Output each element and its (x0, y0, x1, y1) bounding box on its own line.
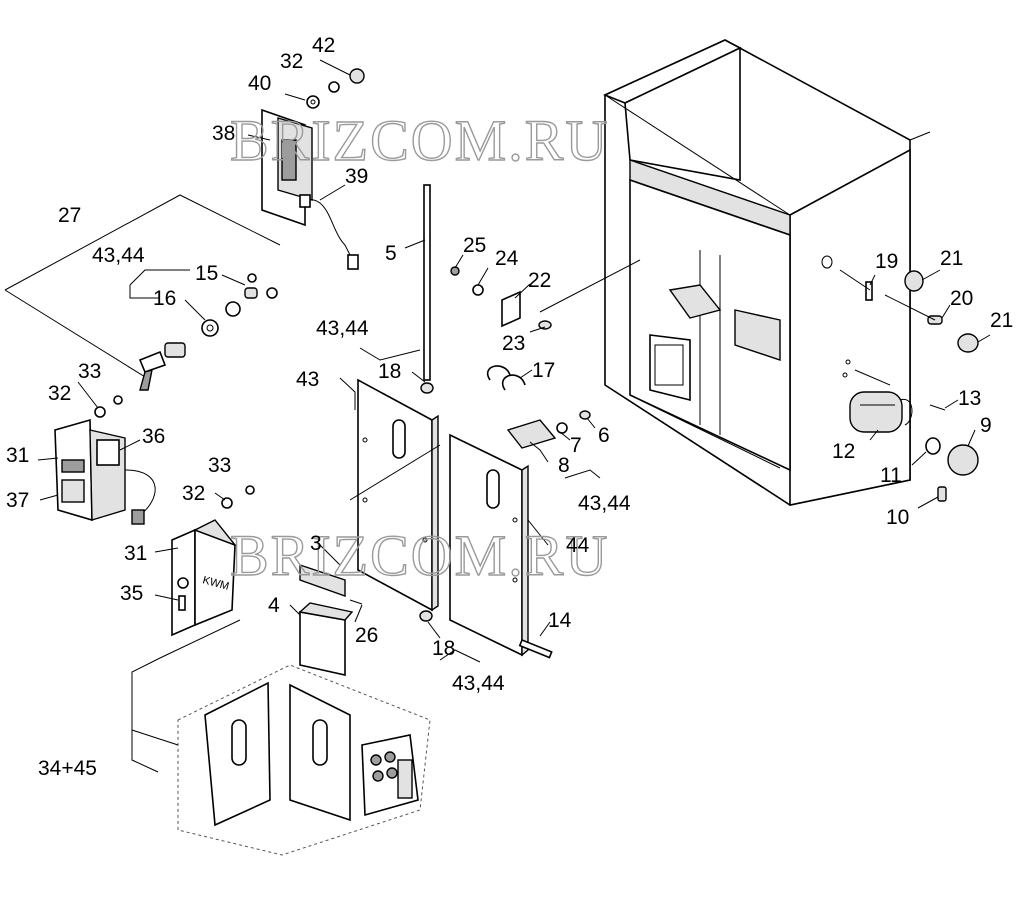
callout-32: 32 (280, 50, 303, 73)
callout-34-45: 34+45 (38, 757, 97, 780)
callout-40: 40 (248, 72, 271, 95)
callout-26: 26 (355, 624, 378, 647)
callout-7: 7 (570, 434, 582, 457)
callout-42: 42 (312, 34, 335, 57)
callout-12: 12 (832, 440, 855, 463)
panel-14 (419, 433, 553, 659)
callout-14: 14 (548, 609, 572, 632)
callout-23: 23 (502, 332, 525, 355)
callout-33-upper: 33 (78, 360, 101, 383)
callout-33-lower: 33 (208, 454, 231, 477)
small-parts-center (450, 266, 591, 449)
lock-assembly (4, 194, 281, 391)
callout-43: 43 (296, 368, 319, 391)
callout-31-upper: 31 (6, 444, 29, 467)
callout-21-bottom: 21 (990, 309, 1013, 332)
callout-19: 19 (875, 250, 898, 273)
callout-22: 22 (528, 269, 551, 292)
bracket-38 (261, 108, 313, 227)
callout-18-top: 18 (378, 360, 401, 383)
callout-5: 5 (385, 242, 397, 265)
callout-27: 27 (58, 204, 81, 227)
side-parts-right (821, 255, 979, 502)
coin-mechanism (54, 395, 156, 525)
cabinet-frame (602, 39, 931, 506)
callout-38: 38 (212, 122, 235, 145)
callout-3: 3 (310, 532, 322, 555)
callout-43-44-lock: 43,44 (92, 244, 145, 267)
callout-36: 36 (142, 425, 165, 448)
callout-35: 35 (120, 582, 143, 605)
fasteners-40-42 (306, 68, 365, 109)
callout-10: 10 (886, 506, 909, 529)
callout-24: 24 (495, 247, 519, 270)
callout-32-lower: 32 (182, 482, 205, 505)
service-kit (131, 619, 431, 856)
callout-15: 15 (195, 262, 218, 285)
bracket-3 (299, 564, 363, 605)
front-keypad: KWM (171, 485, 255, 637)
harness-39 (299, 194, 359, 270)
callout-39: 39 (345, 165, 368, 188)
leader-lines (37, 59, 991, 663)
callout-43-44-top: 43,44 (316, 317, 369, 340)
callout-6: 6 (598, 424, 610, 447)
callout-44: 44 (566, 534, 590, 557)
callout-25: 25 (463, 234, 486, 257)
callout-8: 8 (558, 454, 570, 477)
callout-43-44-right: 43,44 (578, 492, 631, 515)
callout-13: 13 (958, 387, 981, 410)
callout-43-44-bottom: 43,44 (452, 672, 505, 695)
callout-4: 4 (268, 594, 280, 617)
callout-31-lower: 31 (124, 542, 147, 565)
callout-21-top: 21 (940, 247, 963, 270)
callout-17: 17 (532, 359, 555, 382)
watermark-bottom: BRIZCOM.RU (230, 523, 609, 588)
callout-20: 20 (950, 287, 973, 310)
callout-labels: 42 32 40 38 39 27 43,44 15 16 33 32 31 3… (6, 34, 1013, 780)
callout-11: 11 (880, 464, 902, 487)
callout-9: 9 (980, 414, 992, 437)
watermark-top: BRIZCOM.RU (230, 108, 609, 173)
callout-37: 37 (6, 489, 29, 512)
callout-16: 16 (153, 287, 176, 310)
callout-32-upper: 32 (48, 382, 71, 405)
callout-18-bottom: 18 (432, 637, 455, 660)
panel-43 (357, 378, 439, 612)
rod-5 (420, 184, 434, 394)
cover-4 (298, 602, 354, 676)
